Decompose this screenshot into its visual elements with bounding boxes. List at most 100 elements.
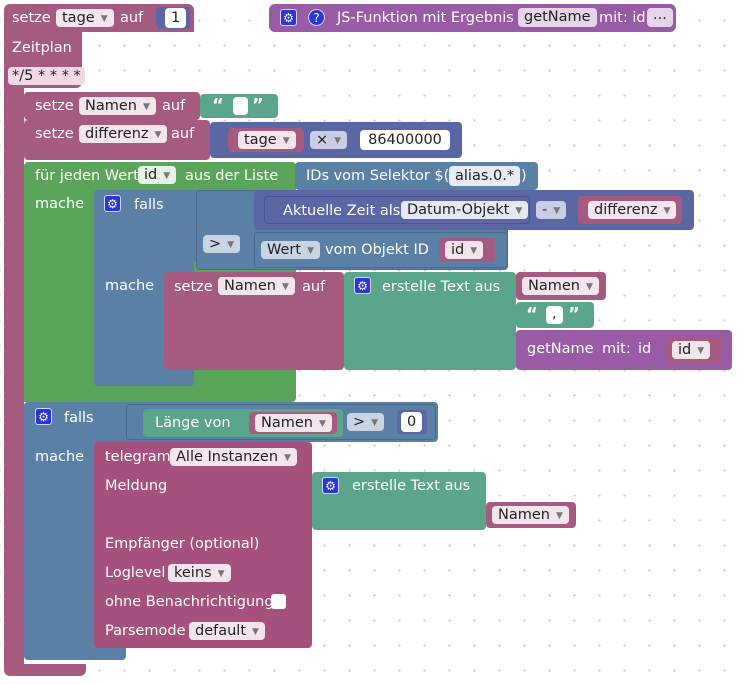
js-function-block[interactable]: ⚙ ? JS-Funktion mit Ergebnis getName mit… [269,4,676,32]
telegram-block[interactable]: telegram Alle Instanzen▼ Meldung Empfäng… [94,442,312,648]
chevron-down-icon: ▼ [284,453,291,463]
call-function-name: getName [527,341,594,357]
id-getter-block[interactable]: id▼ [439,238,495,262]
selector-block[interactable]: IDs vom Selektor $( alias.0.* ) [295,162,538,190]
set-differenz-block[interactable]: setze differenz▼ auf [24,120,210,160]
chevron-down-icon: ▼ [100,14,108,24]
namen-join-getter-block[interactable]: Namen▼ [516,272,606,300]
id-getter-dropdown[interactable]: id▼ [445,241,484,259]
close-quote: ” [252,95,264,116]
parsemode-dropdown[interactable]: default▼ [189,622,265,640]
create-text-label: erstelle Text aus [352,478,471,494]
telegram-namen-dropdown[interactable]: Namen▼ [492,506,569,524]
loglevel-dropdown[interactable]: keins▼ [168,564,231,582]
if-do-label: mache [105,278,155,294]
namen-variable-dropdown[interactable]: Namen ▼ [79,97,156,115]
namen-variable-value: Namen [224,278,276,294]
gear-icon[interactable]: ⚙ [104,195,121,212]
js-function-more-button[interactable]: ... [647,8,673,27]
set-label: setze [174,279,213,295]
value-dropdown[interactable]: Wert▼ [261,241,320,259]
compare-length-block[interactable]: Länge von Namen▼ >▼ 0 [126,404,436,440]
parsemode-label: Parsemode [105,623,186,639]
loglevel-value: keins [174,565,212,581]
compare-operator-dropdown[interactable]: >▼ [203,235,241,253]
differenz-getter-value: differenz [594,202,658,218]
tage-getter-block[interactable]: tage▼ [228,128,304,152]
selector-label: IDs vom Selektor $( [306,168,450,184]
minus-operator-value: - [542,202,548,218]
telegram-create-text-block[interactable]: ⚙ erstelle Text aus [312,472,486,530]
differenz-variable-dropdown[interactable]: differenz▼ [79,125,168,143]
multiply-operator-dropdown[interactable]: ×▼ [310,131,348,149]
foreach-do-label: mache [35,196,85,212]
tage-variable-value: tage [62,10,95,26]
number-block[interactable]: 86400000 [352,128,454,152]
chevron-down-icon: ▼ [515,206,523,216]
namen-variable-value: Namen [85,98,137,114]
subtract-block[interactable]: Aktuelle Zeit als Datum-Objekt▼ -▼ diffe… [254,190,694,230]
chevron-down-icon: ▼ [697,346,705,356]
id-arg-getter-block[interactable]: id▼ [666,337,722,363]
if-do-label: mache [35,449,85,465]
set-namen-block[interactable]: setze Namen▼ auf [24,92,200,120]
namen-join-value: Namen [528,278,580,294]
chevron-down-icon: ▼ [663,206,671,216]
separator-text-block[interactable]: “ , ” [516,302,594,328]
namen-join-dropdown[interactable]: Namen▼ [522,277,599,295]
number-value-block[interactable]: 1 [156,7,190,29]
set-tage-block[interactable]: setze tage ▼ auf 1 [4,4,194,32]
namen-length-dropdown[interactable]: Namen▼ [255,414,332,432]
cron-field[interactable]: */5 * * * * [8,67,85,85]
gear-icon[interactable]: ⚙ [35,408,52,425]
tage-getter-dropdown[interactable]: tage▼ [238,131,296,149]
time-format-dropdown[interactable]: Datum-Objekt▼ [401,201,529,219]
zero-number-block[interactable]: 0 [397,410,427,434]
separator-field[interactable]: , [546,306,563,324]
set-namen-inner-block[interactable]: setze Namen▼ auf [164,272,344,370]
get-value-block[interactable]: Wert▼ vom Objekt ID id▼ [254,232,508,268]
create-text-block[interactable]: ⚙ erstelle Text aus [344,272,516,370]
chevron-down-icon: ▼ [282,136,290,146]
instance-value: Alle Instanzen [176,449,279,465]
foreach-variable-dropdown[interactable]: id▼ [138,166,177,184]
selector-field[interactable]: alias.0.* [449,166,521,186]
number-field[interactable]: 1 [165,8,187,28]
length-block[interactable]: Länge von Namen▼ [143,409,343,437]
js-function-name-field[interactable]: getName [518,8,597,27]
help-icon[interactable]: ? [308,9,325,26]
telegram-label: telegram [105,449,171,465]
number-field[interactable]: 86400000 [360,130,450,150]
id-arg-dropdown[interactable]: id▼ [672,341,711,359]
close-quote: ” [568,304,580,325]
differenz-getter-dropdown[interactable]: differenz ▼ [588,201,677,219]
minus-operator-dropdown[interactable]: -▼ [536,201,567,219]
chevron-down-icon: ▼ [470,246,478,256]
compare-operator-value: > [209,236,222,252]
zero-number-field[interactable]: 0 [401,412,423,432]
silent-checkbox[interactable] [271,594,286,609]
set-label: setze [12,10,51,26]
instance-dropdown[interactable]: Alle Instanzen ▼ [170,448,297,466]
chevron-down-icon: ▼ [142,102,150,112]
telegram-namen-getter-block[interactable]: Namen▼ [486,502,576,528]
foreach-variable-value: id [144,167,158,183]
to-label: auf [120,10,144,26]
multiply-operator-value: × [316,132,329,148]
empty-text-field[interactable] [233,97,248,115]
namen-variable-dropdown[interactable]: Namen▼ [218,277,295,295]
gear-icon[interactable]: ⚙ [280,9,297,26]
gear-icon[interactable]: ⚙ [354,277,371,294]
current-time-block[interactable]: Aktuelle Zeit als Datum-Objekt▼ [264,196,530,224]
namen-length-getter-block[interactable]: Namen▼ [249,412,337,434]
chevron-down-icon: ▼ [307,246,314,256]
differenz-getter-block[interactable]: differenz ▼ [578,196,682,224]
gear-icon[interactable]: ⚙ [322,477,339,494]
compare-operator-dropdown[interactable]: >▼ [347,413,385,431]
multiply-block[interactable]: tage▼ ×▼ 86400000 [210,122,462,158]
empty-text-block[interactable]: “ ” [200,94,278,118]
namen-length-value: Namen [261,415,313,431]
call-getname-block[interactable]: getName mit: id id▼ [516,330,732,370]
chevron-down-icon: ▼ [371,418,379,428]
tage-variable-dropdown[interactable]: tage ▼ [56,9,114,27]
